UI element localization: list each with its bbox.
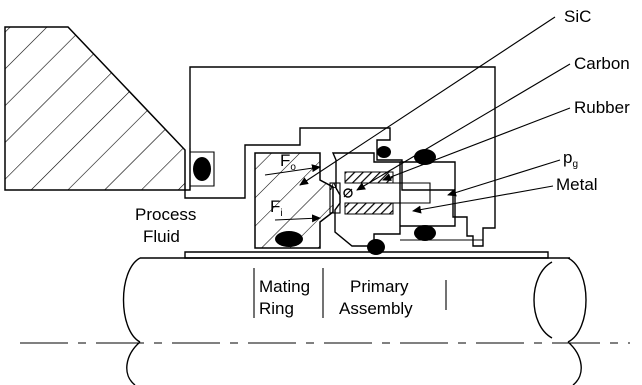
housing-groove [190,151,215,187]
gland-housing [184,66,496,247]
leader-pg [447,159,561,197]
label-fi: Fi [270,197,283,219]
shaft-left-end [122,257,141,343]
label-primary: Primary [350,277,409,296]
point-a-marker [343,188,353,198]
label-metal: Metal [556,175,598,194]
housing-wall [4,26,186,191]
shaft-sleeve [184,251,549,259]
gland-oring [377,146,391,158]
shaft-break-left [126,341,141,385]
label-fluid: Fluid [143,227,180,246]
rubber-seal-bottom [344,202,394,215]
leader-sic [299,16,556,186]
leader-carbon [356,63,571,191]
sleeve-oring [367,239,385,255]
label-ring: Ring [259,299,294,318]
label-fo: Fo [280,151,296,173]
leader-rubber [382,107,571,181]
label-process: Process [135,205,196,224]
label-rubber: Rubber [574,98,630,117]
label-carbon: Carbon [574,54,630,73]
label-pg: pg [563,148,578,170]
arrow-fo [264,164,321,176]
shaft-break-right [567,341,582,385]
mating-ring-oring [275,231,303,247]
arrow-fi [274,214,321,223]
label-sic: SiC [564,7,591,26]
label-assembly: Assembly [339,299,413,318]
rubber-seal-top [344,171,394,184]
label-point-a: A [330,181,338,193]
metal-carrier [400,161,456,227]
shaft-right-end [567,257,587,343]
point-a-cross [343,188,353,198]
metal-sleeve [393,182,431,204]
carbon-face [329,182,341,214]
carbon-primary-ring [331,152,401,247]
top-right-oring [414,149,436,165]
label-mating: Mating [259,277,310,296]
housing-oring [193,157,211,181]
leader-metal [412,185,554,214]
bottom-right-oring [414,225,436,241]
shaft-right-end-inner [533,261,553,339]
